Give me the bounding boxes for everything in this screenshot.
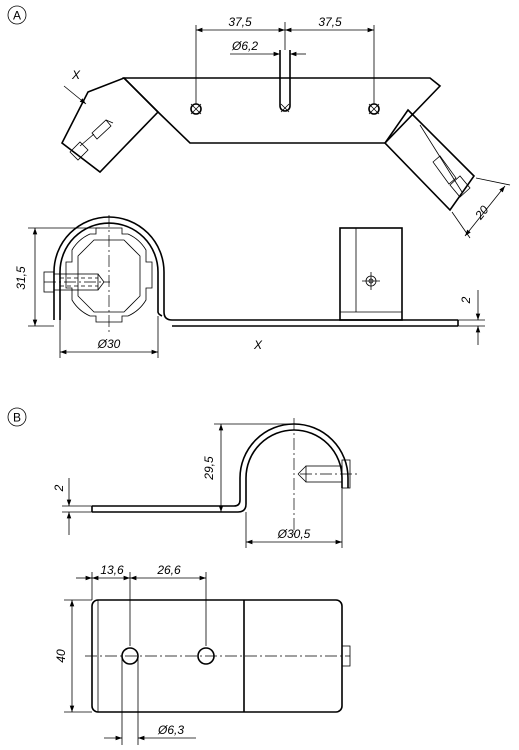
svg-text:B: B bbox=[13, 411, 21, 425]
view-a-left-screw bbox=[69, 119, 114, 161]
view-a-hole-left bbox=[190, 103, 202, 115]
dim-a-slot-dia: Ø6,2 bbox=[231, 39, 258, 53]
view-b-spacing-dimension: 13,6 26,6 bbox=[76, 563, 207, 646]
view-a-section-mark-top: X bbox=[63, 68, 87, 105]
view-a-section-mark-bottom: X bbox=[253, 338, 263, 352]
dim-a-height-31-5: 31,5 bbox=[14, 266, 28, 290]
view-b-height-dimension: 29,5 bbox=[202, 423, 294, 513]
dim-a-spacing-left: 37,5 bbox=[228, 15, 252, 29]
view-b-label: B bbox=[7, 407, 27, 427]
view-a-dia-dimension: Ø30 bbox=[59, 316, 159, 358]
view-a-slot-center bbox=[279, 50, 291, 113]
view-b-dia-dimension: Ø30,5 bbox=[245, 488, 343, 548]
dim-b-offset-13-6: 13,6 bbox=[100, 563, 124, 577]
svg-text:A: A bbox=[13, 9, 21, 23]
view-b-plan bbox=[85, 599, 351, 713]
view-a-side-view bbox=[43, 215, 459, 335]
view-b-thickness-dimension: 2 bbox=[52, 478, 92, 535]
dim-a-section-top: X bbox=[71, 68, 81, 82]
view-b-hole-dimension: Ø6,3 bbox=[104, 656, 196, 745]
dim-b-hole-dia: Ø6,3 bbox=[157, 723, 184, 737]
dim-a-dia-30: Ø30 bbox=[97, 337, 121, 351]
view-b-side-profile bbox=[91, 418, 358, 535]
view-a-label: A bbox=[7, 5, 27, 25]
view-a-spacing-dimension: 37,5 37,5 bbox=[195, 15, 375, 104]
view-b: B 2 29,5 bbox=[7, 407, 358, 745]
view-a-width-dimension: 20 bbox=[451, 177, 511, 239]
dim-b-thickness-2: 2 bbox=[52, 484, 66, 492]
dim-a-spacing-right: 37,5 bbox=[318, 15, 342, 29]
view-a-hole-right bbox=[368, 103, 380, 115]
dim-a-width-20: 20 bbox=[472, 203, 492, 223]
view-a-height-dimension: 31,5 bbox=[14, 227, 100, 327]
view-a: A bbox=[7, 5, 511, 358]
dim-b-width-40: 40 bbox=[54, 649, 68, 663]
view-a-slot-dimension: Ø6,2 bbox=[230, 39, 306, 57]
view-b-width-dimension: 40 bbox=[54, 599, 92, 713]
view-b-hole-right bbox=[197, 647, 215, 665]
view-a-thickness-dimension: 2 bbox=[458, 290, 485, 345]
dim-a-thickness-2: 2 bbox=[459, 296, 473, 304]
view-a-side-screw bbox=[362, 272, 380, 290]
dim-b-dia-30-5: Ø30,5 bbox=[277, 527, 311, 541]
view-b-screw-head bbox=[341, 645, 351, 667]
dim-b-spacing-26-6: 26,6 bbox=[156, 563, 181, 577]
dim-b-height-29-5: 29,5 bbox=[202, 456, 216, 481]
view-a-top-bracket bbox=[60, 50, 476, 212]
